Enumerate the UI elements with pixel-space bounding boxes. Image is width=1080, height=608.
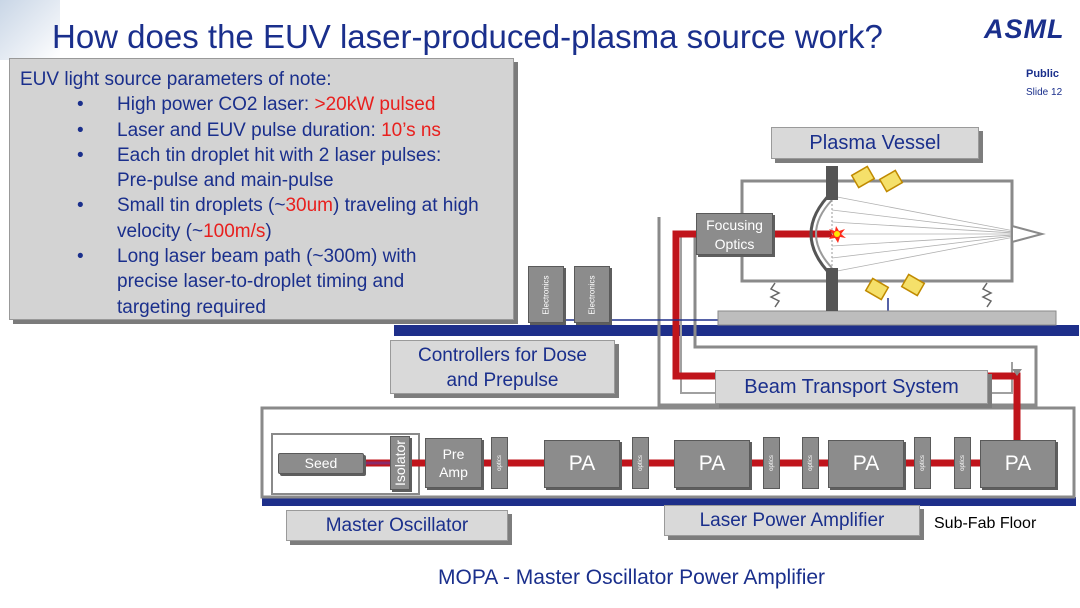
isolator: Isolator <box>390 436 410 490</box>
param-item-beam-path: Long laser beam path (~300m) withprecise… <box>77 244 503 320</box>
vessel-pedestal <box>826 300 838 311</box>
optics-element-1: optics <box>491 437 508 489</box>
master-oscillator-label: Master Oscillator <box>286 510 508 541</box>
fab-floor-bar <box>394 325 1079 336</box>
slide-title: How does the EUV laser-produced-plasma s… <box>52 18 883 55</box>
mopa-caption: MOPA - Master Oscillator Power Amplifier <box>438 566 826 589</box>
optics-element-2: optics <box>632 437 649 489</box>
collector-mirror-inner <box>815 199 833 269</box>
seed-laser: Seed <box>278 453 364 474</box>
param-highlight: 10’s ns <box>381 119 441 141</box>
electronics-unit-2: Electronics <box>574 266 610 323</box>
droplet-generator <box>826 166 838 200</box>
corner-texture <box>0 0 60 60</box>
parameters-list: High power CO2 laser: >20kW pulsed Laser… <box>20 92 503 320</box>
fold-mirror-top <box>1012 369 1022 376</box>
param-highlight: >20kW pulsed <box>314 94 436 116</box>
plasma-spark-icon <box>829 226 846 243</box>
controllers-label: Controllers for Dose and Prepulse <box>390 340 615 394</box>
pre-amp: Pre Amp <box>425 438 482 488</box>
beam-transport-label: Beam Transport System <box>715 370 988 404</box>
beam-transport-outer-frame <box>657 217 1038 407</box>
electronics-unit-1: Electronics <box>528 266 564 323</box>
euv-rays <box>831 195 1031 273</box>
power-amplifier-3: PA <box>828 440 904 488</box>
param-item-pulse-duration: Laser and EUV pulse duration: 10’s ns <box>77 118 503 144</box>
optics-element-3: optics <box>763 437 780 489</box>
vessel-base-plate <box>717 310 1057 326</box>
classification-label: Public <box>1026 68 1060 80</box>
laser-amplifier-frame <box>260 406 1076 499</box>
optics-element-6: optics <box>954 437 971 489</box>
sub-fab-floor-label: Sub-Fab Floor <box>934 515 1037 532</box>
collector-mirror <box>809 190 834 278</box>
focusing-optics-box: Focusing Optics <box>696 213 773 255</box>
droplet-catcher <box>826 268 838 308</box>
asml-logo: ASML <box>984 14 1065 44</box>
param-highlight: 100m/s <box>203 220 266 242</box>
power-amplifier-4: PA <box>980 440 1056 488</box>
parameters-panel: EUV light source parameters of note: Hig… <box>9 58 514 320</box>
plasma-vessel-label: Plasma Vessel <box>771 127 979 159</box>
power-amplifier-1: PA <box>544 440 620 488</box>
optics-element-5: optics <box>914 437 931 489</box>
param-item-laser-power: High power CO2 laser: >20kW pulsed <box>77 92 503 118</box>
slide-number: Slide 12 <box>1026 87 1063 98</box>
param-highlight: 30um <box>285 195 333 217</box>
optics-element-4: optics <box>802 437 819 489</box>
param-item-double-pulse: Each tin droplet hit with 2 laser pulses… <box>77 143 503 194</box>
laser-power-amplifier-label: Laser Power Amplifier <box>664 505 920 536</box>
intermediate-focus <box>1011 224 1046 244</box>
param-item-droplets: Small tin droplets (~30um) traveling at … <box>77 193 503 244</box>
power-amplifier-2: PA <box>674 440 750 488</box>
parameters-heading: EUV light source parameters of note: <box>20 69 332 90</box>
vibration-mount-icons <box>769 282 993 308</box>
diagnostic-camera-icons <box>850 165 926 301</box>
sub-fab-floor-bar <box>262 497 1076 506</box>
